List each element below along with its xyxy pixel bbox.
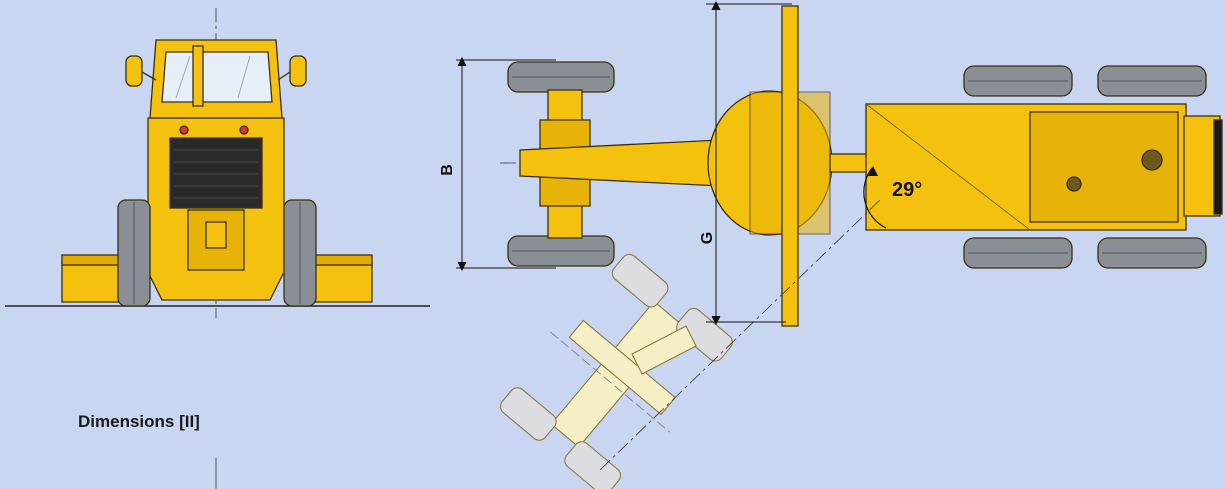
- angle-indicator: [863, 166, 887, 229]
- top-blade: [781, 5, 799, 327]
- front-mirror-left: [125, 55, 143, 87]
- front-light-right: [239, 125, 249, 135]
- top-exhaust-cap: [1141, 149, 1163, 171]
- front-view-grader: [5, 8, 430, 318]
- front-light-left: [179, 125, 189, 135]
- angle-label: 29°: [892, 179, 922, 201]
- ghost-arm: [631, 325, 697, 375]
- dimension-g: [706, 0, 792, 326]
- top-view-grader: [500, 5, 1223, 471]
- front-exhaust: [192, 45, 204, 107]
- top-neck: [829, 153, 871, 173]
- dimension-b-label: B: [439, 164, 456, 176]
- ghost-tire-4: [564, 441, 622, 489]
- front-radiator: [169, 137, 263, 209]
- dimensions-caption: Dimensions [II]: [78, 412, 200, 431]
- articulated-ghost-outline: [499, 253, 733, 489]
- front-mirror-right: [289, 55, 307, 87]
- ghost-tire-3: [499, 387, 557, 441]
- ghost-tire-1: [611, 253, 669, 308]
- front-cab-window: [161, 51, 273, 103]
- articulation-line: [599, 199, 881, 471]
- dimension-g-label: G: [699, 232, 716, 244]
- dimension-b: [456, 56, 556, 272]
